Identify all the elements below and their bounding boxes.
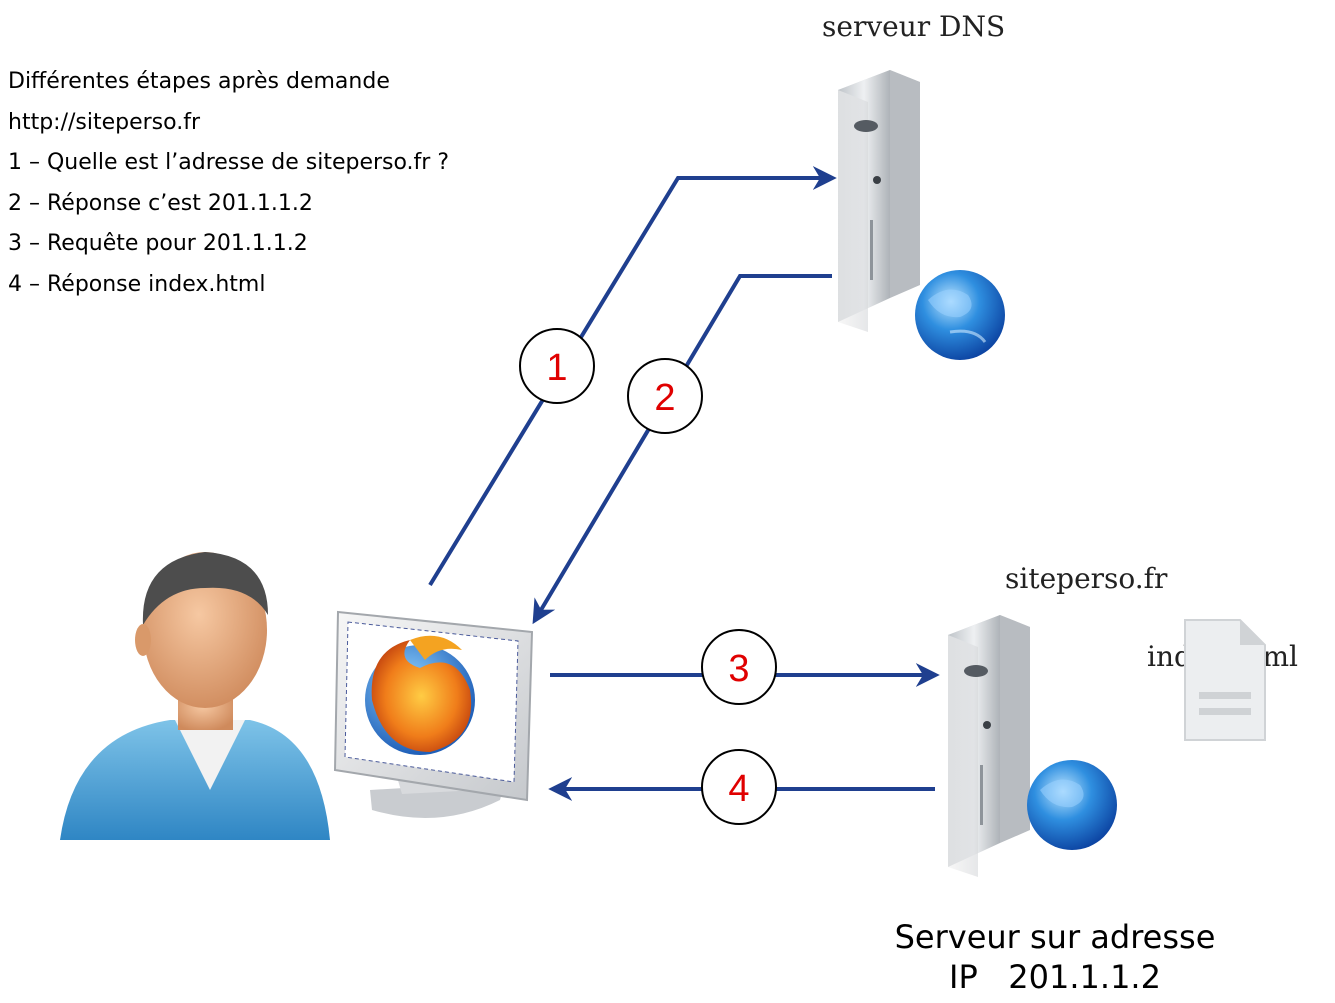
step-item-2: 2 – Réponse c’est 201.1.1.2 xyxy=(8,190,313,216)
web-server-label: siteperso.fr xyxy=(1005,562,1168,595)
badge-4-text: 4 xyxy=(728,768,749,810)
steps-title: Différentes étapes après demande xyxy=(8,69,390,94)
steps-url: http://siteperso.fr xyxy=(8,109,200,135)
monitor-browser-icon xyxy=(333,610,534,818)
badge-2-text: 2 xyxy=(654,377,675,419)
web-server-caption-line2: IP 201.1.1.2 xyxy=(949,958,1161,996)
badge-2: 2 xyxy=(627,358,703,434)
web-server-icon xyxy=(948,615,1117,877)
badge-3-text: 3 xyxy=(728,648,749,690)
step-item-1: 1 – Quelle est l’adresse de siteperso.fr… xyxy=(8,150,450,175)
arrow-request-dns xyxy=(428,166,837,587)
dns-server-label: serveur DNS xyxy=(822,10,1006,43)
step-item-3: 3 – Requête pour 201.1.1.2 xyxy=(8,231,308,256)
document-icon xyxy=(1184,619,1266,741)
badge-3: 3 xyxy=(701,629,777,705)
step-item-4: 4 – Réponse index.html xyxy=(8,271,266,297)
arrow-response-dns xyxy=(532,274,832,625)
steps-list: Différentes étapes après demande http://… xyxy=(8,62,449,305)
web-server-caption-line1: Serveur sur adresse xyxy=(894,918,1216,956)
badge-1: 1 xyxy=(519,328,595,404)
badge-4: 4 xyxy=(701,749,777,825)
badge-1-text: 1 xyxy=(546,347,567,389)
dns-server-icon xyxy=(838,70,1005,360)
user-avatar-icon xyxy=(60,552,330,840)
